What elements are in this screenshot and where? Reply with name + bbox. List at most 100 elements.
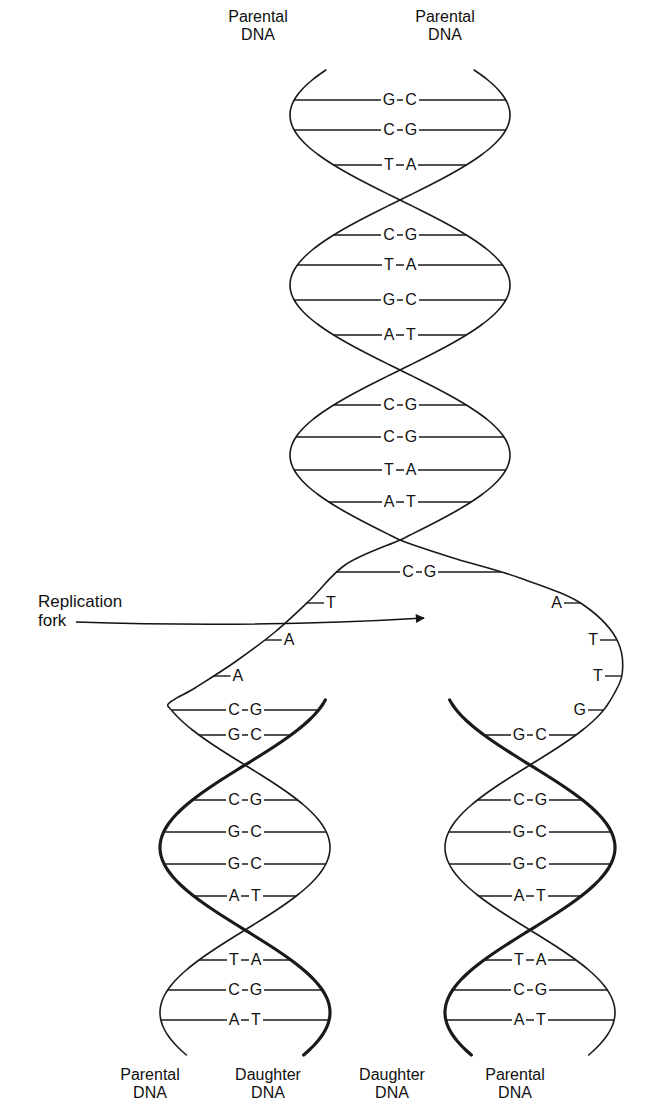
base-letter: T	[382, 257, 396, 273]
label-holder: A	[404, 257, 419, 273]
label-holder: C	[381, 122, 397, 138]
label-holder: C	[533, 824, 549, 840]
label-holder: Daughter DNA	[352, 1066, 432, 1102]
label-holder: C	[511, 982, 527, 998]
base-letter: C	[248, 727, 264, 743]
label-holder: G	[403, 397, 419, 413]
label-holder: T	[382, 462, 396, 478]
base-pair-bond	[484, 959, 576, 960]
base-letter: A	[227, 1012, 242, 1028]
label-holder: T	[324, 595, 338, 611]
label-holder: C	[400, 564, 416, 580]
base-pair-bond	[446, 1019, 614, 1020]
base-letter: C	[403, 292, 419, 308]
label-holder: G	[403, 227, 419, 243]
base-pair-bond	[168, 989, 323, 990]
strand-label: Daughter DNA	[228, 1066, 308, 1102]
label-holder: A	[512, 1012, 527, 1028]
bond-group	[161, 100, 622, 1020]
base-letter: G	[511, 727, 527, 743]
base-letter: C	[381, 429, 397, 445]
label-holder: C	[533, 856, 549, 872]
label-holder: G	[511, 727, 527, 743]
base-pair-bond	[171, 709, 318, 710]
base-letter: A	[512, 888, 527, 904]
base-letter: G	[403, 429, 419, 445]
base-pair-bond	[294, 99, 506, 100]
label-holder: T	[227, 952, 241, 968]
base-pair-bond	[479, 895, 582, 896]
base-letter: G	[248, 792, 264, 808]
label-holder: A	[382, 327, 397, 343]
label-holder: A	[512, 888, 527, 904]
base-letter: A	[534, 952, 549, 968]
base-pair-bond	[164, 863, 326, 864]
label-holder: G	[226, 727, 242, 743]
daughter-strand	[445, 700, 615, 1055]
label-holder: C	[248, 824, 264, 840]
base-letter: A	[512, 1012, 527, 1028]
base-pair-bond	[194, 895, 297, 896]
base-pair-bond	[296, 436, 504, 437]
label-holder: G	[403, 122, 419, 138]
label-holder: A	[231, 668, 246, 684]
strand-label: Parental DNA	[405, 8, 485, 44]
base-letter: G	[533, 792, 549, 808]
leader-arrow	[76, 618, 424, 624]
base-pair-bond	[588, 709, 604, 710]
base-pair-bond	[334, 234, 467, 235]
label-holder: A	[227, 1012, 242, 1028]
label-holder: A	[549, 595, 564, 611]
base-letter: C	[533, 824, 549, 840]
base-letter: C	[511, 792, 527, 808]
base-letter: T	[249, 888, 263, 904]
base-pair-bond	[477, 799, 582, 800]
base-pair-bond	[449, 863, 611, 864]
label-holder: C	[248, 727, 264, 743]
base-letter: T	[512, 952, 526, 968]
base-letter: T	[534, 888, 548, 904]
base-letter: C	[381, 227, 397, 243]
label-holder: Parental DNA	[218, 8, 298, 44]
label-holder: G	[226, 856, 242, 872]
base-pair-bond	[294, 469, 506, 470]
base-letter: C	[511, 982, 527, 998]
label-holder: G	[226, 824, 242, 840]
label-holder: C	[533, 727, 549, 743]
base-letter: T	[404, 327, 418, 343]
base-letter: G	[571, 702, 587, 718]
label-holder: G	[248, 792, 264, 808]
daughter-strand	[160, 700, 330, 1055]
label-holder: A	[249, 952, 264, 968]
strand-label: Daughter DNA	[352, 1066, 432, 1102]
label-holder: Parental DNA	[475, 1066, 555, 1102]
label-holder: T	[534, 1012, 548, 1028]
label-holder: T	[249, 1012, 263, 1028]
label-holder: T	[591, 668, 605, 684]
base-pair-bond	[453, 989, 608, 990]
base-letter: A	[231, 668, 246, 684]
label-holder: A	[382, 494, 397, 510]
label-holder: T	[404, 494, 418, 510]
base-pair-bond	[334, 404, 467, 405]
base-pair-bond	[307, 602, 324, 603]
base-letter: G	[511, 824, 527, 840]
base-letter: G	[381, 292, 397, 308]
label-holder: G	[248, 702, 264, 718]
label-holder: G	[533, 982, 549, 998]
label-holder: A	[534, 952, 549, 968]
label-holder: C	[511, 792, 527, 808]
base-letter: T	[404, 494, 418, 510]
base-letter: G	[248, 702, 264, 718]
base-pair-bond	[294, 299, 506, 300]
base-pair-bond	[334, 164, 467, 165]
base-letter: A	[249, 952, 264, 968]
label-holder: Daughter DNA	[228, 1066, 308, 1102]
label-holder: T	[382, 257, 396, 273]
label-holder: C	[381, 227, 397, 243]
label-holder: T	[512, 952, 526, 968]
label-holder: Parental DNA	[405, 8, 485, 44]
base-pair-bond	[484, 734, 576, 735]
base-letter: G	[226, 824, 242, 840]
